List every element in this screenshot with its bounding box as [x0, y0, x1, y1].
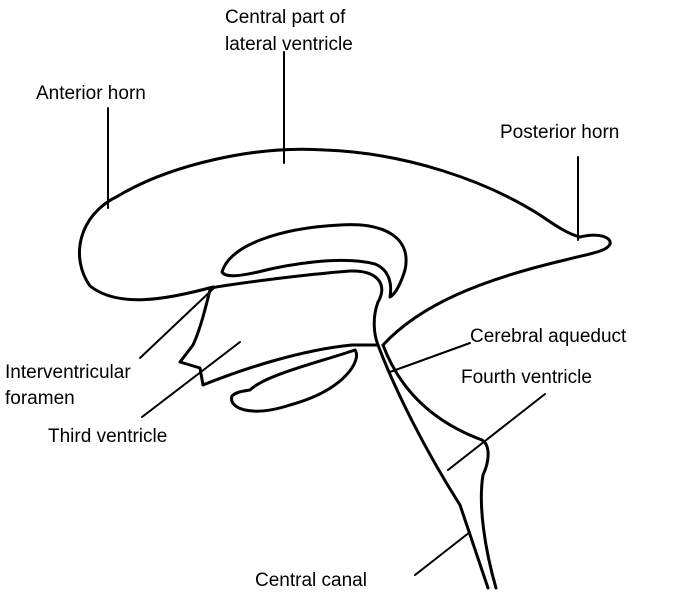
central-canal-label: Central canal [255, 570, 367, 591]
central-part-label-line1: Central part of [225, 7, 346, 28]
third-ventricle-label: Third ventricle [48, 426, 167, 447]
thalamus-loop [220, 223, 408, 299]
interventricular-foramen-label-line2: foramen [5, 388, 75, 409]
fourth-ventricle-leader [447, 393, 546, 471]
cerebral-aqueduct-label: Cerebral aqueduct [470, 326, 627, 347]
aqueduct-right-wall [381, 343, 498, 590]
third-ventricle-recess [230, 348, 358, 413]
interventricular-foramen-leader [139, 286, 216, 359]
central-canal-leader [414, 531, 471, 576]
anterior-horn-label: Anterior horn [36, 83, 146, 104]
interventricular-foramen-label: Interventricular foramen [5, 362, 136, 409]
central-part-label: Central part of lateral ventricle [225, 7, 353, 55]
cerebral-aqueduct-leader [389, 342, 471, 373]
third-ventricle-leader [141, 341, 241, 418]
aqueduct-left-wall [376, 343, 490, 590]
central-part-label-line2: lateral ventricle [225, 34, 353, 55]
third-ventricle-outline [178, 288, 380, 387]
fourth-ventricle-label: Fourth ventricle [461, 367, 592, 388]
posterior-horn-label: Posterior horn [500, 122, 619, 143]
lateral-ventricle-inner-edge [208, 269, 384, 347]
interventricular-foramen-label-line1: Interventricular [5, 362, 131, 383]
lateral-ventricle-outline [77, 147, 612, 347]
